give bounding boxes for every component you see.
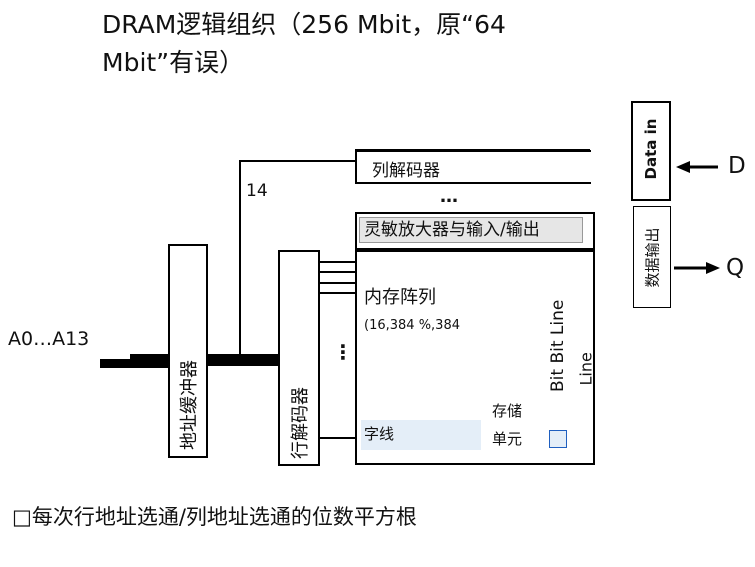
row-ellipsis: ⋮: [333, 340, 353, 364]
column-address-line: [239, 160, 355, 360]
memory-array-size: (16,384 %,384: [364, 318, 460, 333]
address-input-bus: [100, 359, 168, 368]
memory-array-title: 内存阵列: [364, 287, 436, 308]
storage-cell-label-1: 存储: [492, 402, 523, 420]
row-address-bus: [208, 354, 278, 366]
row-decoder-box: [278, 250, 320, 466]
bus-width-label: 14: [246, 181, 268, 201]
word-line-label: 字线: [361, 420, 481, 450]
column-ellipsis: …: [440, 186, 460, 207]
address-input-label: A0…A13: [8, 328, 90, 350]
pin-d-label: D: [728, 153, 746, 179]
row-decoder-label: 行解码器: [290, 387, 311, 459]
pin-q-label: Q: [726, 255, 745, 281]
data-in-label: Data in: [642, 118, 660, 180]
diagram-title: DRAM逻辑组织（256 Mbit，原“64 Mbit”有误）: [102, 10, 506, 77]
storage-cell-label-2: 单元: [492, 430, 523, 448]
address-buffer-box: [168, 244, 208, 458]
bit-line-label-2: Line: [576, 352, 596, 386]
address-buffer-label: 地址缓冲器: [179, 360, 200, 450]
footnote: □每次行地址选通/列地址选通的位数平方根: [12, 505, 417, 529]
storage-cell: [549, 430, 567, 448]
data-in-box: [631, 101, 671, 201]
column-decoder-box: [355, 150, 591, 184]
bit-line-label: Bit Bit Line: [548, 299, 568, 392]
data-out-box: [633, 206, 671, 308]
address-input-bus-step: [130, 354, 168, 360]
column-decoder-label: 列解码器: [372, 161, 440, 181]
data-out-label: 数据输出: [643, 227, 662, 288]
sense-amplifier-label: 灵敏放大器与输入/输出: [359, 217, 583, 243]
